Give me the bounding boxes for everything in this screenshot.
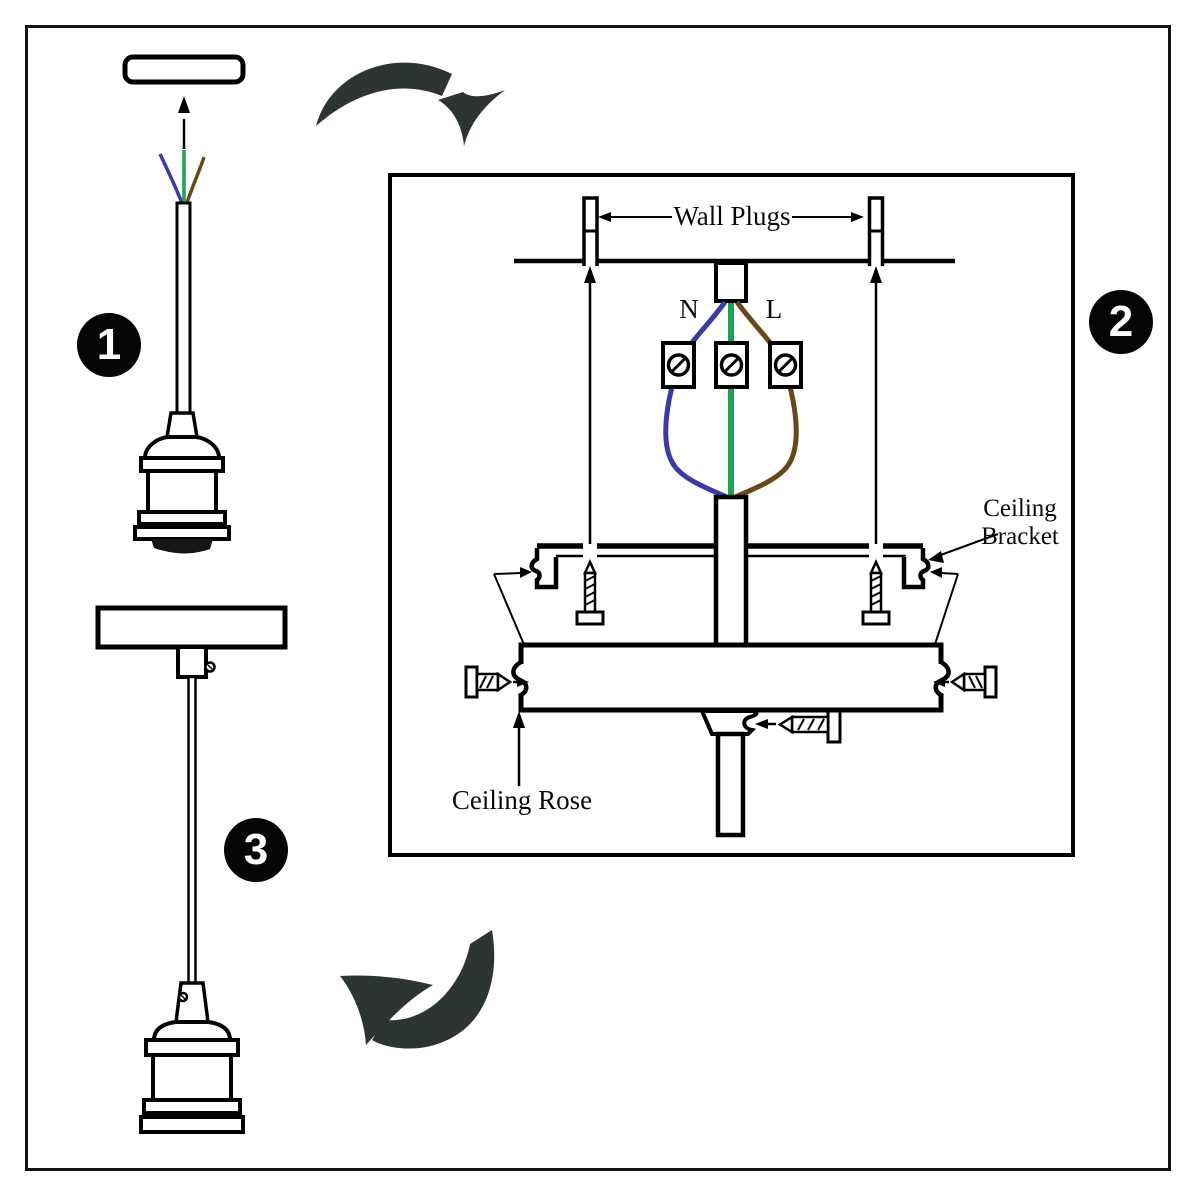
wall-plug-left xyxy=(582,196,599,266)
lamp-holder xyxy=(133,411,231,554)
alignment-arrow-left xyxy=(584,266,596,544)
terminal-block-live xyxy=(768,341,803,389)
mains-cable-stub xyxy=(714,261,748,303)
rose-label-pointer xyxy=(513,711,525,786)
bracket-label-pointer xyxy=(928,533,999,563)
pendant-cord xyxy=(187,675,197,985)
live-wire-label: L xyxy=(765,294,783,324)
step-1-badge: 1 xyxy=(77,313,141,377)
neutral-wire-label: N xyxy=(679,294,699,324)
wall-plugs-pointer-arrows xyxy=(598,212,864,222)
terminal-block-earth xyxy=(714,341,749,389)
neutral-wire xyxy=(158,153,185,207)
alignment-arrow-right xyxy=(870,266,882,544)
pendant-cord-stub xyxy=(713,494,749,648)
bracket-screw-left xyxy=(575,558,605,626)
outer-border xyxy=(25,25,1171,1171)
wall-plugs-label: Wall Plugs xyxy=(673,201,791,231)
live-wire xyxy=(734,300,799,500)
ceiling-bracket-label: Ceiling Bracket xyxy=(981,495,1059,550)
pendant-cord xyxy=(175,201,192,416)
terminal-block-neutral xyxy=(661,341,696,389)
ceiling-rose-label: Ceiling Rose xyxy=(451,785,593,815)
swoosh-arrow-to-step3 xyxy=(340,930,495,1049)
step1-pendant-kit xyxy=(122,54,246,554)
lamp-holder xyxy=(139,981,245,1134)
neutral-wire xyxy=(663,300,728,500)
swoosh-arrow-to-step2 xyxy=(316,62,505,146)
step3-assembled-pendant xyxy=(95,605,288,1134)
pendant-cord xyxy=(715,731,746,838)
bracket-screw-right xyxy=(861,558,891,626)
live-wire xyxy=(184,156,206,207)
step-3-badge: 3 xyxy=(224,818,288,882)
ceiling-plate-outline xyxy=(122,54,246,85)
step2-wiring-detail xyxy=(388,173,1075,857)
cord-grip xyxy=(698,709,759,838)
grip-screw xyxy=(755,709,842,744)
socket-thread xyxy=(151,539,213,554)
step-2-badge: 2 xyxy=(1089,290,1153,354)
wall-plug-right xyxy=(867,196,885,266)
cord-grip xyxy=(176,645,216,679)
ceiling-rose-plate xyxy=(95,605,288,650)
rose-screw-right xyxy=(933,665,998,699)
ceiling-rose xyxy=(511,642,951,713)
rose-screw-left xyxy=(464,665,529,699)
